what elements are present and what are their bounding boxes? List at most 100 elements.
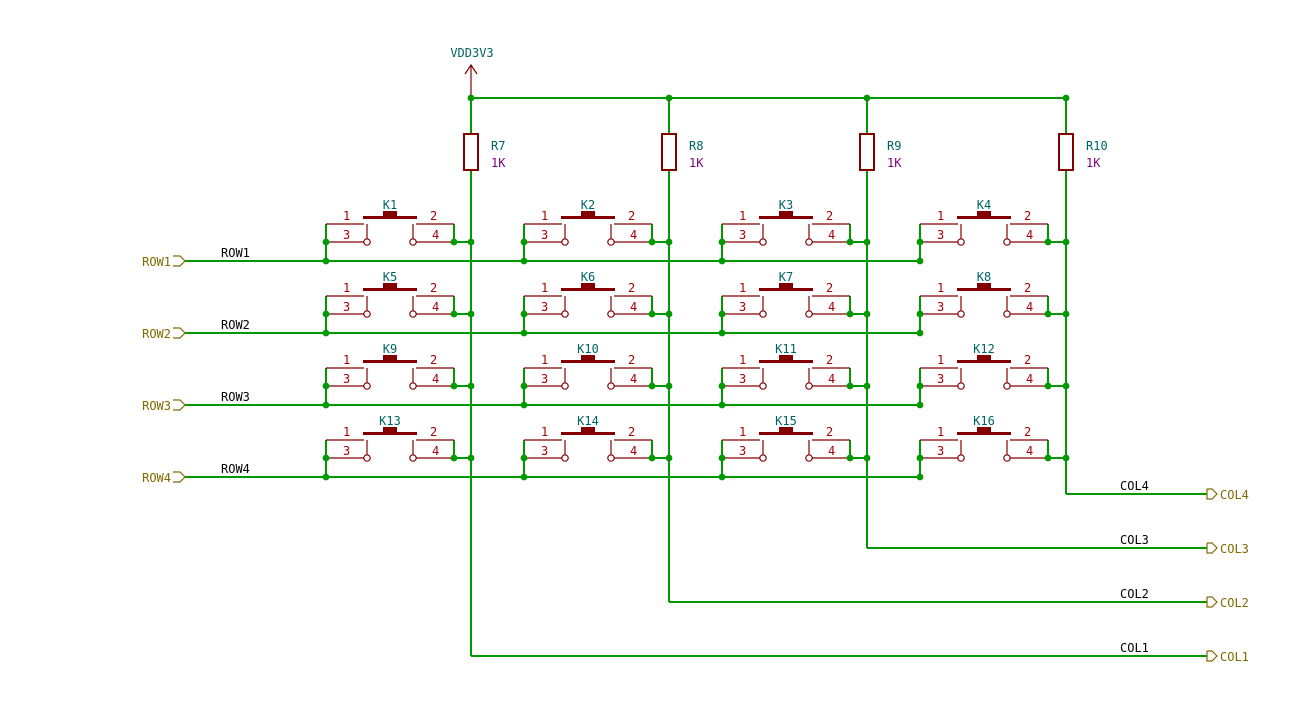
row-net-label: ROW2 [221, 318, 250, 332]
switch-pin-number: 4 [1026, 372, 1033, 386]
junction-dot [718, 473, 726, 481]
switch-ref: K6 [581, 270, 595, 284]
switch-pin-number: 4 [432, 444, 439, 458]
switch-pin-number: 3 [739, 372, 746, 386]
row-port-icon [173, 471, 186, 483]
col-port-label: COL3 [1220, 542, 1249, 556]
switch-pin-number: 4 [828, 444, 835, 458]
switch-ref: K11 [775, 342, 797, 356]
switch-pin-number: 3 [343, 300, 350, 314]
junction-dot [648, 382, 656, 390]
junction-dot [520, 310, 528, 318]
junction-dot [322, 473, 330, 481]
junction-dot [863, 382, 871, 390]
switch-pin-number: 1 [343, 281, 350, 295]
switch-pin-number: 2 [430, 353, 437, 367]
row-net-label: ROW3 [221, 390, 250, 404]
junction-dot [450, 454, 458, 462]
junction-dot [718, 238, 726, 246]
switch-ref: K1 [383, 198, 397, 212]
junction-dot [322, 454, 330, 462]
switch-actuator-bar [561, 360, 615, 363]
switch-pin-number: 3 [541, 228, 548, 242]
switch-actuator-bar [363, 360, 417, 363]
junction-dot [1062, 238, 1070, 246]
junction-dot [450, 310, 458, 318]
junction-dot [322, 382, 330, 390]
switch-pin-number: 1 [937, 209, 944, 223]
switch-actuator-knob [581, 283, 595, 288]
switch-contact [607, 382, 615, 390]
junction-dot [846, 238, 854, 246]
switch-contact [363, 382, 371, 390]
switch-pin-number: 1 [937, 425, 944, 439]
switch-contact [957, 454, 965, 462]
row-port-label: ROW3 [142, 399, 171, 413]
switch-ref: K14 [577, 414, 599, 428]
wires-layer [185, 97, 1207, 657]
switch-pin-number: 4 [432, 300, 439, 314]
junction-dot [1044, 454, 1052, 462]
junction-dot [1044, 382, 1052, 390]
switch-actuator-knob [581, 427, 595, 432]
switch-pin-number: 4 [1026, 228, 1033, 242]
junction-dot [322, 257, 330, 265]
resistor-ref: R8 [689, 139, 703, 153]
resistor-value: 1K [887, 156, 902, 170]
switch-contact [409, 310, 417, 318]
switch-actuator-knob [779, 355, 793, 360]
junction-dot [916, 401, 924, 409]
switch-pin-number: 4 [1026, 300, 1033, 314]
switch-contact [805, 454, 813, 462]
col-net-label: COL2 [1120, 587, 1149, 601]
switch-actuator-bar [363, 216, 417, 219]
switch-pin-number: 3 [937, 372, 944, 386]
switch-pin-number: 1 [937, 281, 944, 295]
switch-pin-number: 4 [828, 372, 835, 386]
switch-actuator-bar [759, 360, 813, 363]
switch-pin-number: 3 [541, 444, 548, 458]
components-layer [173, 63, 1218, 662]
resistor-body [661, 133, 677, 171]
junction-dot [916, 238, 924, 246]
switch-pin-number: 4 [828, 228, 835, 242]
switch-contact [1003, 382, 1011, 390]
junction-dot [665, 310, 673, 318]
switch-contact [957, 382, 965, 390]
switch-actuator-knob [383, 355, 397, 360]
switch-contact [561, 310, 569, 318]
switch-pin-number: 2 [430, 425, 437, 439]
switch-pin-number: 3 [937, 228, 944, 242]
resistor-ref: R10 [1086, 139, 1108, 153]
switch-pin-number: 2 [430, 281, 437, 295]
switch-pin-number: 4 [432, 228, 439, 242]
switch-actuator-knob [977, 283, 991, 288]
switch-contact [1003, 310, 1011, 318]
junction-dot [718, 257, 726, 265]
switch-ref: K5 [383, 270, 397, 284]
junction-dot [322, 401, 330, 409]
switch-actuator-knob [383, 427, 397, 432]
junction-dot [520, 382, 528, 390]
switch-contact [607, 310, 615, 318]
switch-pin-number: 4 [630, 228, 637, 242]
switch-contact [759, 238, 767, 246]
switch-ref: K10 [577, 342, 599, 356]
col-port-icon [1206, 596, 1218, 608]
switch-contact [759, 382, 767, 390]
col-net-label: COL4 [1120, 479, 1149, 493]
junction-dot [718, 401, 726, 409]
junctions-layer [322, 94, 1070, 481]
col-port-label: COL1 [1220, 650, 1249, 664]
junction-dot [1062, 382, 1070, 390]
switch-pin-number: 2 [826, 281, 833, 295]
switch-contact [607, 238, 615, 246]
junction-dot [1062, 94, 1070, 102]
switch-ref: K2 [581, 198, 595, 212]
junction-dot [1062, 454, 1070, 462]
switch-pin-number: 1 [343, 353, 350, 367]
switch-contact [363, 454, 371, 462]
junction-dot [467, 238, 475, 246]
row-port-icon [173, 255, 186, 267]
